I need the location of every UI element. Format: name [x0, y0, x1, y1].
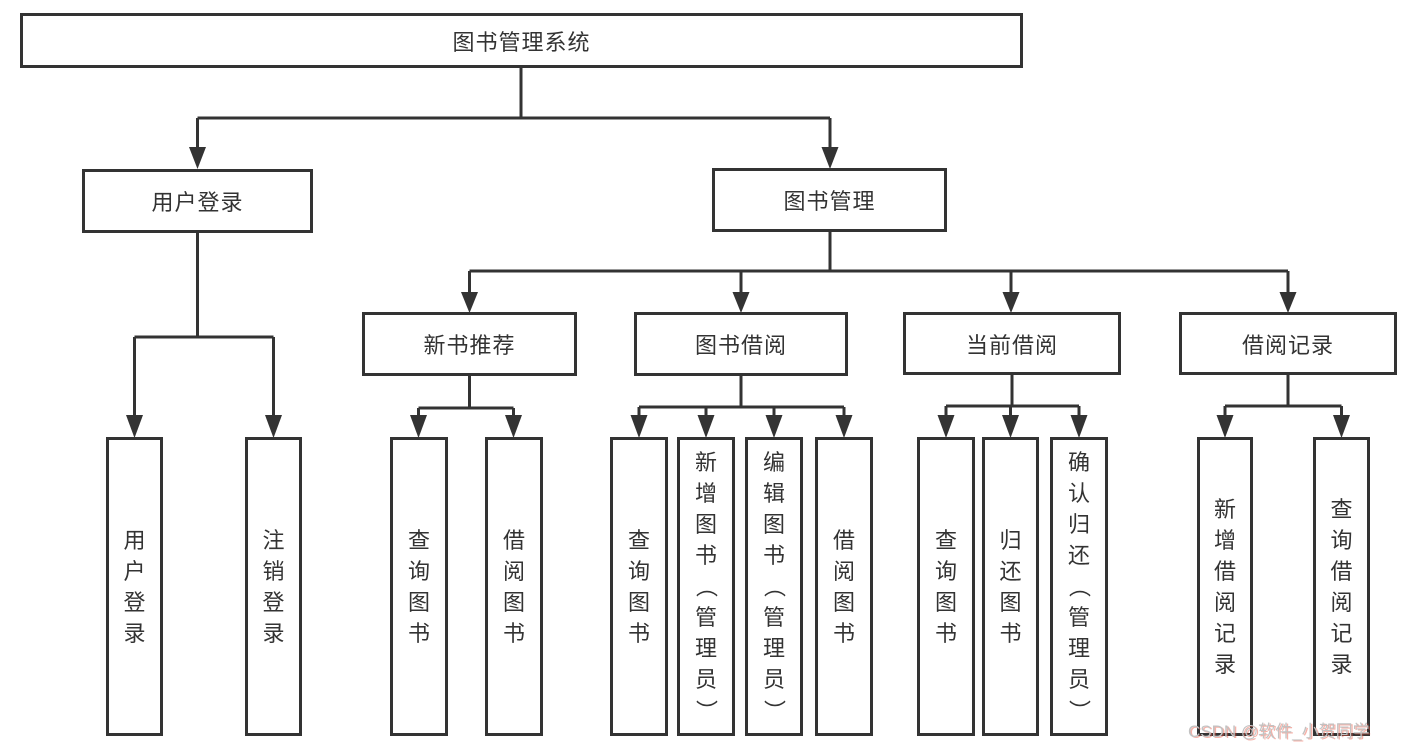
leaf-edit-book-admin-label: 编辑图书（管理员） — [761, 450, 787, 722]
node-book-management: 图书管理 — [712, 168, 947, 232]
leaf-borrow-books-2: 借阅图书 — [815, 437, 873, 736]
leaf-logout-label: 注销登录 — [262, 527, 285, 646]
leaf-confirm-return-admin: 确认归还（管理员） — [1050, 437, 1108, 736]
leaf-borrow-books-2-label: 借阅图书 — [832, 527, 855, 646]
leaf-logout: 注销登录 — [245, 437, 302, 736]
leaf-query-books-1: 查询图书 — [390, 437, 448, 736]
node-new-book-recommendation-label: 新书推荐 — [423, 333, 516, 358]
leaf-user-login: 用户登录 — [106, 437, 163, 736]
leaf-return-books: 归还图书 — [982, 437, 1039, 736]
leaf-add-borrow-record: 新增借阅记录 — [1197, 437, 1253, 736]
node-user-login: 用户登录 — [82, 169, 313, 233]
node-book-management-label: 图书管理 — [783, 189, 876, 214]
leaf-user-login-label: 用户登录 — [123, 527, 146, 646]
node-user-login-label: 用户登录 — [151, 190, 244, 215]
node-new-book-recommendation: 新书推荐 — [362, 312, 577, 376]
node-borrowing-records: 借阅记录 — [1179, 312, 1397, 375]
leaf-query-books-2: 查询图书 — [610, 437, 668, 736]
leaf-query-books-1-label: 查询图书 — [407, 527, 430, 646]
leaf-borrow-books-1: 借阅图书 — [485, 437, 543, 736]
leaf-add-book-admin: 新增图书（管理员） — [677, 437, 735, 736]
leaf-return-books-label: 归还图书 — [999, 527, 1022, 646]
leaf-add-borrow-record-label: 新增借阅记录 — [1213, 496, 1236, 677]
leaf-borrow-books-1-label: 借阅图书 — [502, 527, 525, 646]
node-book-borrowing: 图书借阅 — [634, 312, 848, 376]
leaf-add-book-admin-label: 新增图书（管理员） — [693, 450, 719, 722]
node-root-label: 图书管理系统 — [452, 29, 591, 55]
leaf-edit-book-admin: 编辑图书（管理员） — [745, 437, 803, 736]
node-borrowing-records-label: 借阅记录 — [1241, 332, 1334, 358]
watermark: CSDN @软件_小贺同学 — [1188, 722, 1370, 741]
leaf-query-borrow-record: 查询借阅记录 — [1313, 437, 1370, 736]
leaf-query-books-2-label: 查询图书 — [627, 527, 650, 646]
leaf-query-books-3: 查询图书 — [917, 437, 975, 736]
leaf-confirm-return-admin-label: 确认归还（管理员） — [1066, 450, 1092, 722]
node-current-borrowing: 当前借阅 — [903, 312, 1121, 375]
node-book-borrowing-label: 图书借阅 — [694, 333, 787, 358]
leaf-query-books-3-label: 查询图书 — [934, 527, 957, 646]
leaf-query-borrow-record-label: 查询借阅记录 — [1330, 496, 1353, 677]
node-root: 图书管理系统 — [20, 13, 1023, 68]
node-current-borrowing-label: 当前借阅 — [965, 332, 1058, 358]
